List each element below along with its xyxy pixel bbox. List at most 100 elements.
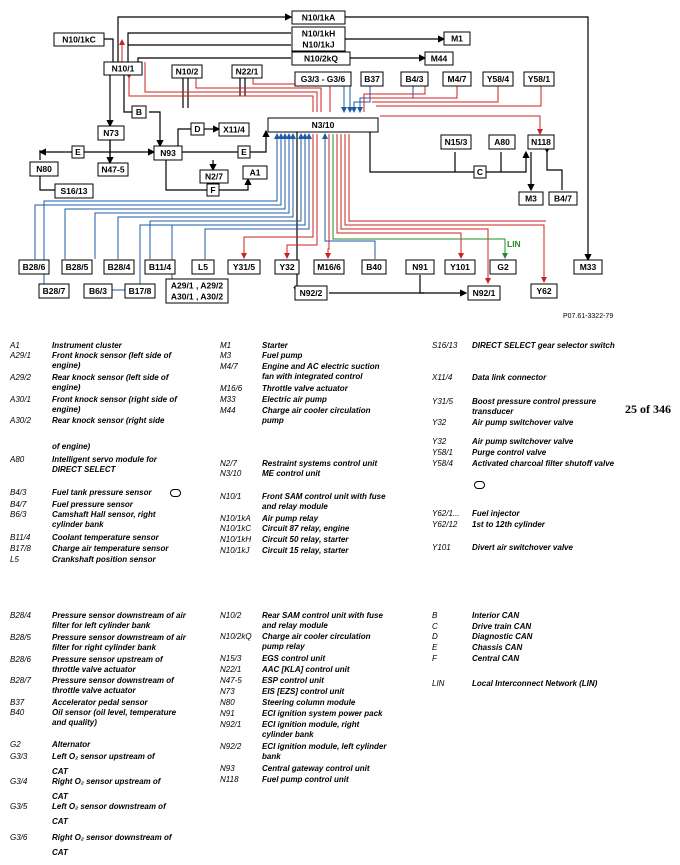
legend-description: Coolant temperature sensor — [52, 533, 159, 542]
legend-description: Circuit 87 relay, engine — [262, 524, 350, 533]
node-g3-3-g3-6: G3/3 - G3/6 — [294, 71, 352, 87]
legend-description: EGS control unit — [262, 654, 326, 663]
svg-text:N10/2: N10/2 — [176, 67, 199, 77]
legend-description: Charge air temperature sensor — [52, 544, 169, 553]
legend-description: Pressure sensor downstream of throttle v… — [52, 676, 174, 695]
svg-text:N92/2: N92/2 — [300, 288, 323, 298]
legend-code: A29/1 — [10, 351, 31, 360]
legend-description: Divert air switchover valve — [472, 543, 573, 552]
legend-description: Starter — [262, 341, 288, 350]
legend-code: Y58/4 — [432, 459, 453, 468]
svg-text:B28/7: B28/7 — [43, 286, 66, 296]
svg-text:M44: M44 — [431, 54, 448, 64]
legend-description: EIS [EZS] control unit — [262, 687, 345, 696]
legend-code: N10/1kJ — [220, 546, 250, 555]
legend-code: G2 — [10, 740, 21, 749]
bus-c: C — [473, 165, 487, 179]
node-b11-4: B11/4 — [144, 259, 176, 275]
black-can-wires — [38, 13, 592, 297]
node-n92-1: N92/1 — [467, 285, 501, 301]
legend-code: N3/10 — [220, 469, 242, 478]
legend-description: Accelerator pedal sensor — [52, 698, 148, 707]
legend-description: Fuel pump — [262, 351, 303, 360]
svg-text:B17/8: B17/8 — [129, 286, 152, 296]
node-b28-5: B28/5 — [61, 259, 93, 275]
svg-text:B28/6: B28/6 — [23, 262, 46, 272]
legend-code: B28/7 — [10, 676, 31, 685]
legend-code: N92/2 — [220, 742, 242, 751]
svg-text:G2: G2 — [497, 262, 509, 272]
legend-description: Pressure sensor downstream of air filter… — [52, 633, 186, 652]
node-m44: M44 — [424, 51, 454, 66]
node-n93: N93 — [153, 145, 183, 161]
svg-text:Y58/1: Y58/1 — [528, 74, 550, 84]
green-lin-wire — [332, 134, 508, 259]
legend-description: Camshaft Hall sensor, right cylinder ban… — [52, 510, 156, 529]
legend-description: Throttle valve actuator — [262, 384, 348, 393]
legend-code: N10/1kH — [220, 535, 252, 544]
red-actuator-wires — [119, 39, 547, 284]
node-n47-5: N47-5 — [97, 162, 129, 177]
svg-text:M33: M33 — [580, 262, 597, 272]
node-m4-7: M4/7 — [442, 71, 472, 87]
node-m16-6: M16/6 — [313, 259, 345, 275]
node-b28-6: B28/6 — [18, 259, 50, 275]
legend-description: CAT — [52, 792, 68, 801]
legend-description: Circuit 15 relay, starter — [262, 546, 349, 555]
legend-code: B11/4 — [10, 533, 31, 542]
legend-code: B28/6 — [10, 655, 31, 664]
node-n2-7: N2/7 — [199, 169, 229, 184]
legend-description: Fuel pressure sensor — [52, 500, 133, 509]
legend-description: Diagnostic CAN — [472, 632, 533, 641]
legend-description: Activated charcoal filter shutoff valve — [472, 459, 615, 468]
legend-code: B28/4 — [10, 611, 31, 620]
svg-text:B40: B40 — [366, 262, 382, 272]
node-n10-2: N10/2 — [171, 64, 203, 79]
legend-code: N10/2kQ — [220, 632, 252, 641]
node-y101: Y101 — [444, 259, 476, 275]
legend-code: A80 — [10, 455, 25, 464]
svg-text:N15/3: N15/3 — [445, 137, 468, 147]
legend-description: Charge air cooler circulation pump relay — [262, 632, 371, 651]
lin-label: LIN — [507, 239, 521, 249]
legend-description: Interior CAN — [472, 611, 520, 620]
legend-code: N91 — [220, 709, 235, 718]
legend-description: Pressure sensor downstream of air filter… — [52, 611, 186, 630]
node-n73: N73 — [97, 125, 125, 141]
legend-description: Rear SAM control unit with fuse and rela… — [262, 611, 383, 630]
legend-code: N10/1kC — [220, 524, 252, 533]
legend-code: Y62/12 — [432, 520, 458, 529]
legend-description: CAT — [52, 848, 68, 857]
legend-code: Y32 — [432, 437, 447, 446]
node-x11-4: X11/4 — [218, 122, 250, 137]
legend-code: A29/2 — [10, 373, 31, 382]
legend-code: L5 — [10, 555, 19, 564]
legend-description: Rear knock sensor (left side of engine) — [52, 373, 169, 392]
bus-f: F — [206, 183, 220, 197]
legend-code: A1 — [10, 341, 20, 350]
node-n10-1kc: N10/1kC — [53, 32, 105, 47]
legend-code: N10/1 — [220, 492, 242, 501]
node-b6-3: B6/3 — [83, 283, 113, 299]
svg-text:B28/5: B28/5 — [66, 262, 89, 272]
svg-text:N3/10: N3/10 — [312, 120, 335, 130]
legend-description: CAT — [52, 817, 68, 826]
legend-code: X11/4 — [432, 373, 453, 382]
legend-code: M3 — [220, 351, 232, 360]
svg-text:B: B — [136, 107, 142, 117]
eu-badge-icon — [474, 481, 485, 489]
svg-text:N10/1kH: N10/1kH — [302, 29, 336, 39]
legend-description: Front knock sensor (left side of engine) — [52, 351, 172, 370]
svg-text:N10/1kJ: N10/1kJ — [302, 40, 334, 50]
svg-text:Y58/4: Y58/4 — [487, 74, 509, 84]
svg-text:Y32: Y32 — [279, 262, 294, 272]
legend-description: 1st to 12th cylinder — [472, 520, 545, 529]
svg-text:M4/7: M4/7 — [448, 74, 467, 84]
node-b4-7: B4/7 — [548, 191, 578, 206]
legend-code: Y58/1 — [432, 448, 453, 457]
svg-text:M16/6: M16/6 — [317, 262, 341, 272]
legend-description: Engine and AC electric suction fan with … — [262, 362, 380, 381]
node-n3-10: N3/10 — [267, 117, 379, 133]
